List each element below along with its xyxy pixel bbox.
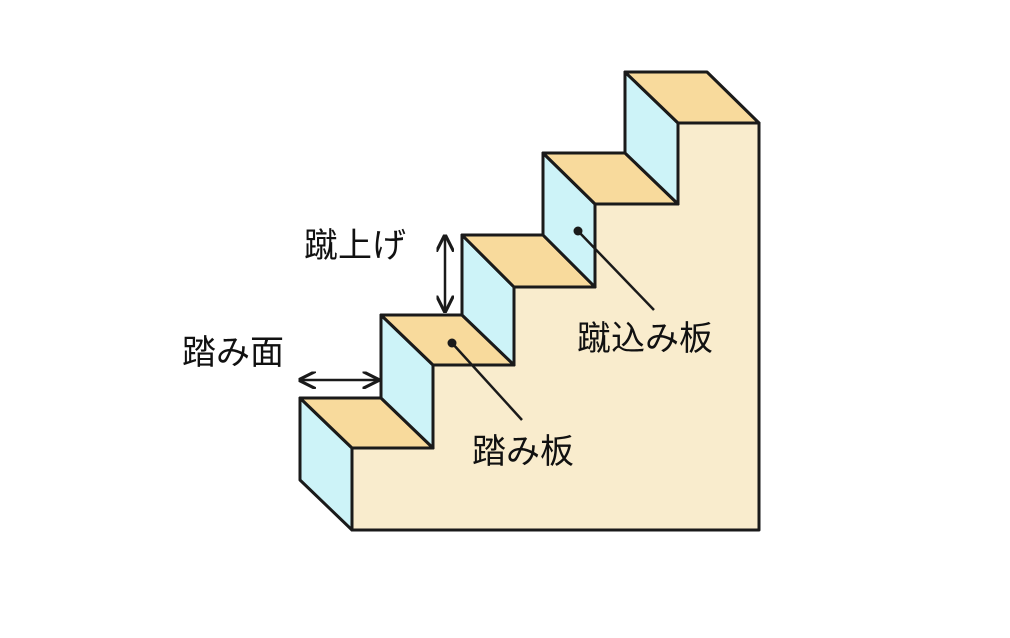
label-riser-board: 蹴込み板 bbox=[577, 319, 713, 359]
riser-board-leader bbox=[577, 230, 655, 311]
label-riser-height: 蹴上げ bbox=[304, 226, 406, 266]
riser-board-leader-dot bbox=[573, 226, 583, 236]
tread-board-leader-dot bbox=[447, 338, 457, 348]
label-tread-board: 踏み板 bbox=[472, 432, 574, 472]
staircase bbox=[298, 70, 761, 532]
label-tread-depth: 踏み面 bbox=[182, 333, 284, 373]
tread-board-leader bbox=[451, 342, 523, 421]
tread-face-5 bbox=[623, 70, 761, 125]
